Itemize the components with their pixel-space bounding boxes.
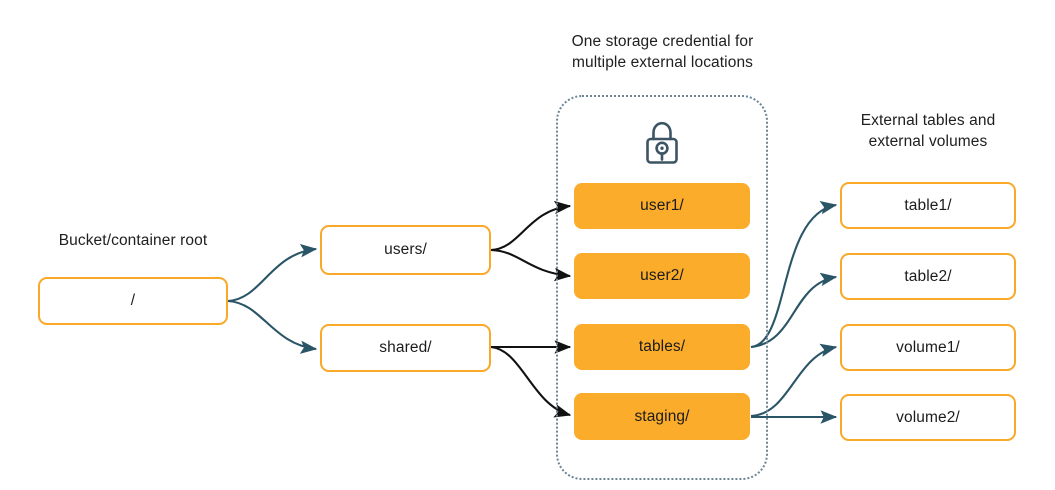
node-label: user2/ xyxy=(640,267,684,284)
node-external-volume2[interactable]: volume2/ xyxy=(840,394,1016,441)
node-external-table2[interactable]: table2/ xyxy=(840,253,1016,300)
node-external-location-user2[interactable]: user2/ xyxy=(574,253,750,299)
node-label: / xyxy=(130,292,136,309)
node-label: table1/ xyxy=(904,196,952,214)
caption-bucket-root: Bucket/container root xyxy=(58,232,208,249)
node-external-location-staging[interactable]: staging/ xyxy=(574,393,750,440)
connector-root-to-shared xyxy=(227,299,318,354)
node-label: tables/ xyxy=(638,338,686,355)
caption-storage-credential: One storage credential for multiple exte… xyxy=(571,33,754,71)
node-external-volume1[interactable]: volume1/ xyxy=(840,324,1016,371)
node-external-location-tables[interactable]: tables/ xyxy=(574,324,750,370)
node-label: staging/ xyxy=(634,407,690,425)
node-external-table1[interactable]: table1/ xyxy=(840,182,1016,229)
node-external-location-user1[interactable]: user1/ xyxy=(574,183,750,229)
node-label: volume2/ xyxy=(896,408,960,426)
connector-root-to-users xyxy=(227,244,318,303)
node-label: volume1/ xyxy=(896,338,960,356)
node-label: users/ xyxy=(384,241,427,258)
node-label: table2/ xyxy=(904,267,952,285)
node-shared[interactable]: shared/ xyxy=(320,324,491,372)
caption-external-objects: External tables and external volumes xyxy=(860,112,996,150)
node-bucket-root[interactable]: / xyxy=(38,277,228,325)
lock-icon xyxy=(639,118,685,168)
node-users[interactable]: users/ xyxy=(320,225,491,275)
storage-credential-group xyxy=(556,95,768,480)
node-label: user1/ xyxy=(640,197,684,214)
node-label: shared/ xyxy=(379,339,432,356)
